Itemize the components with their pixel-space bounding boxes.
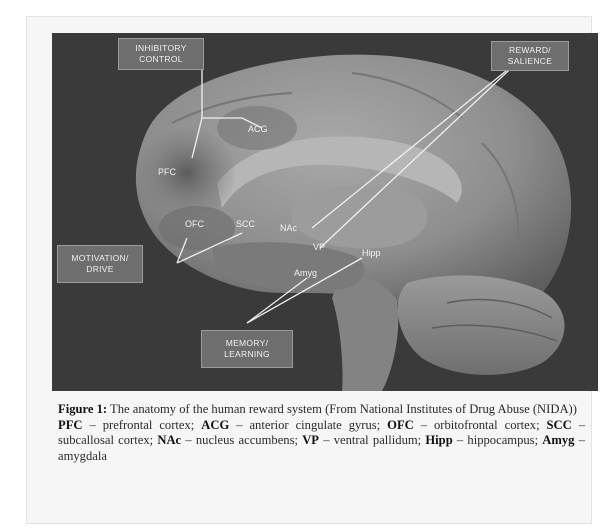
figure-number: Figure 1: — [58, 402, 107, 416]
pfc-label: PFC — [158, 167, 176, 177]
def-abbr: Amyg — [542, 433, 574, 447]
caption-title: Figure 1: The anatomy of the human rewar… — [58, 402, 585, 418]
scc-label: SCC — [236, 219, 255, 229]
def-abbr: NAc — [157, 433, 181, 447]
inhibitory-control-label: INHIBITORY CONTROL — [118, 38, 204, 70]
def-abbr: SCC — [547, 418, 572, 432]
def-abbr: VP — [302, 433, 319, 447]
def-abbr: OFC — [387, 418, 414, 432]
def-text: – anterior cingulate gyrus; — [229, 418, 387, 432]
brain-figure: INHIBITORY CONTROL REWARD/ SALIENCE MOTI… — [52, 33, 598, 391]
motivation-drive-label: MOTIVATION/ DRIVE — [57, 245, 143, 283]
ofc-label: OFC — [185, 219, 204, 229]
nac-label: NAc — [280, 223, 297, 233]
def-text: – nucleus accumbens; — [181, 433, 302, 447]
def-text: – orbitofrontal cortex; — [414, 418, 547, 432]
vp-label: VP — [313, 242, 325, 252]
def-text: – hippocampus; — [453, 433, 543, 447]
def-text: – ventral pallidum; — [319, 433, 425, 447]
figure-caption: Figure 1: The anatomy of the human rewar… — [58, 402, 585, 464]
acg-label: ACG — [248, 124, 268, 134]
brain-illustration — [52, 33, 598, 391]
caption-title-text: The anatomy of the human reward system (… — [107, 402, 577, 416]
def-abbr: Hipp — [425, 433, 452, 447]
pfc-highlight — [139, 128, 235, 218]
def-abbr: ACG — [201, 418, 229, 432]
brainstem-shape — [332, 273, 398, 391]
reward-salience-label: REWARD/ SALIENCE — [491, 41, 569, 71]
memory-learning-label: MEMORY/ LEARNING — [201, 330, 293, 368]
caption-definitions: PFC – prefrontal cortex; ACG – anterior … — [58, 418, 585, 465]
def-abbr: PFC — [58, 418, 82, 432]
def-text: – prefrontal cortex; — [82, 418, 201, 432]
hipp-label: Hipp — [362, 248, 381, 258]
amyg-label: Amyg — [294, 268, 317, 278]
